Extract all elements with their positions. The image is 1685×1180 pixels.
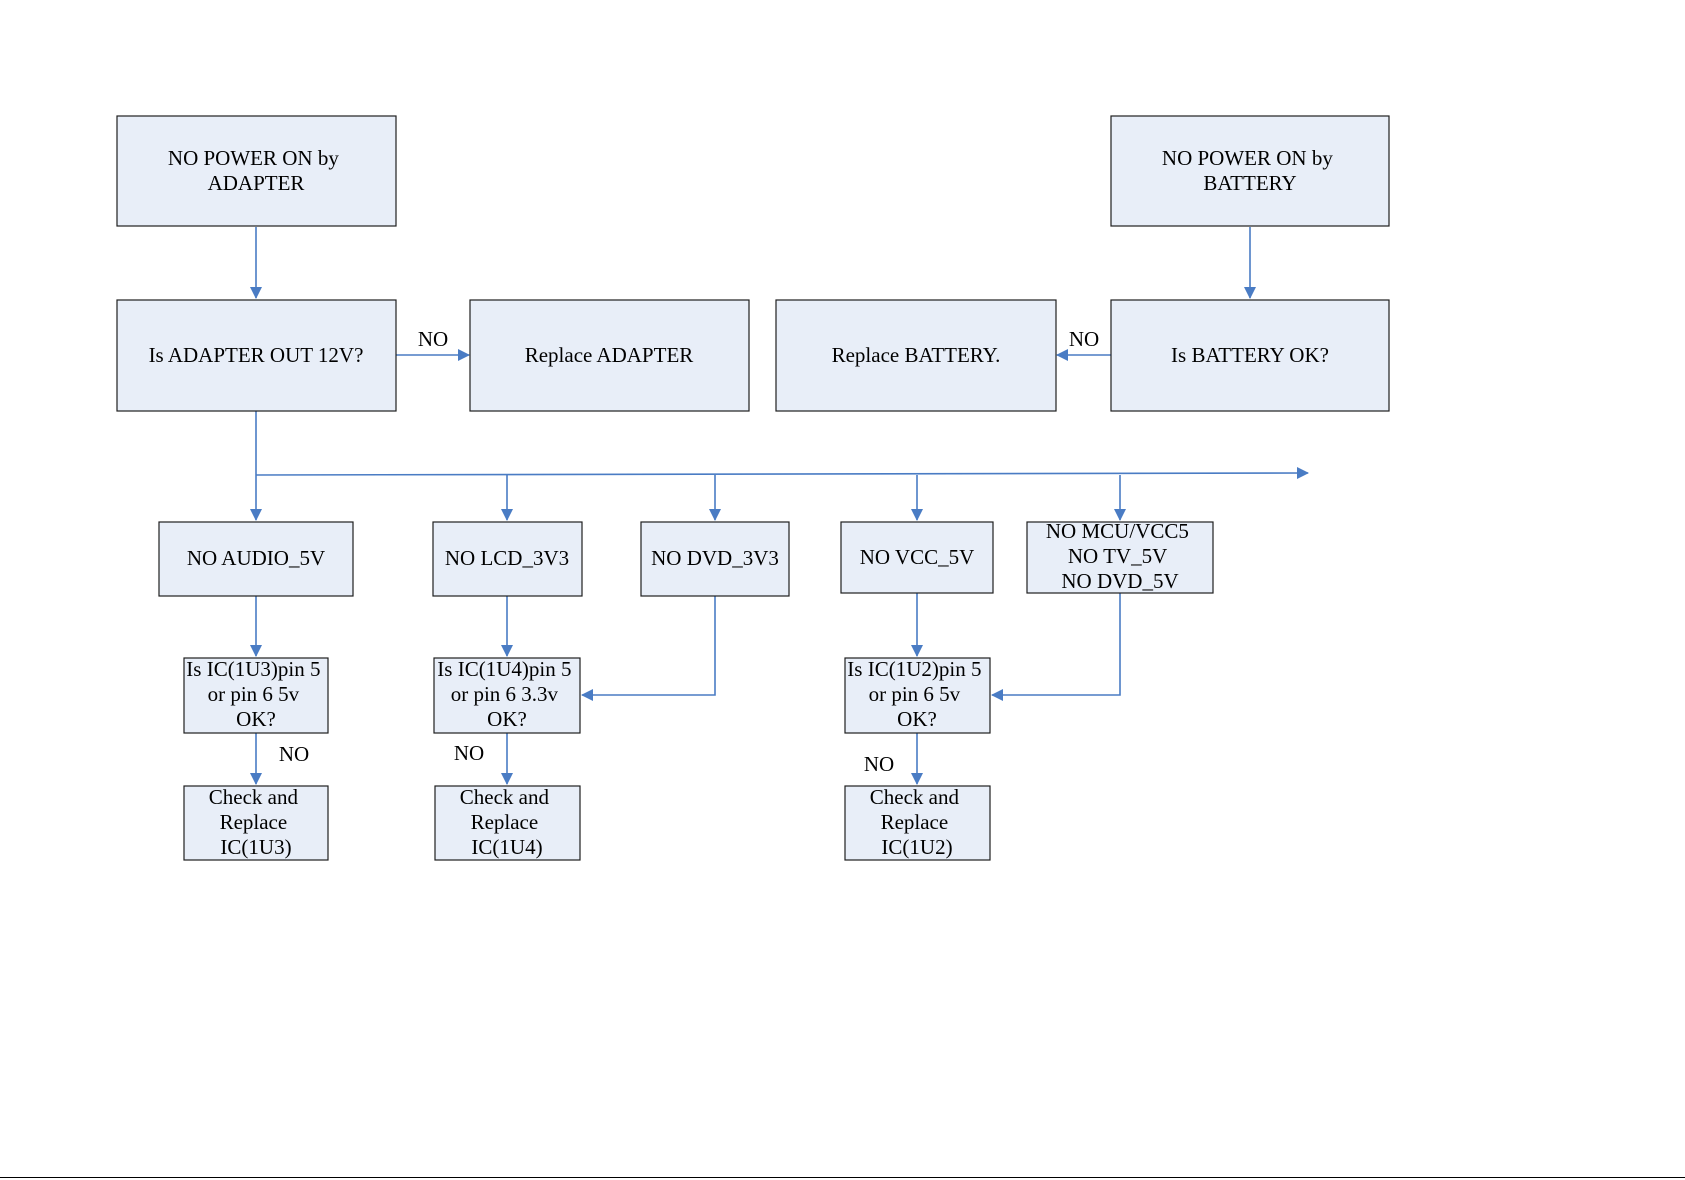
node-line: Is IC(1U4)pin 5 <box>437 657 571 681</box>
connectors <box>250 227 1309 785</box>
svg-text:Check and Replace: Check and Replace IC(1U3) <box>209 785 303 859</box>
node-replace-1u4: Check and Replace IC(1U4) <box>434 785 581 861</box>
node-line: Check and <box>209 785 299 809</box>
svg-text:NO MCU/VCC5 NO TV_5V: NO MCU/VCC5 NO TV_5V NO DVD_5V <box>1046 519 1194 593</box>
svg-text:Is IC(1U3)pin 5 or pin 6: Is IC(1U3)pin 5 or pin 6 5v OK? <box>186 657 325 731</box>
battery-no-label: NO <box>1069 327 1099 351</box>
node-line: Replace <box>220 810 288 834</box>
node-no-lcd: NO LCD_3V3 <box>432 521 583 597</box>
node-line: Replace <box>881 810 949 834</box>
node-line: IC(1U3) <box>220 835 291 859</box>
node-line: OK? <box>487 707 527 731</box>
node-line: NO DVD_5V <box>1061 569 1178 593</box>
svg-text:NO POWER ON by BATTERY: NO POWER ON by BATTERY <box>1162 146 1338 195</box>
ic1u3-no-label: NO <box>279 742 309 766</box>
node-line: NO POWER ON by <box>1162 146 1333 170</box>
node-line: Check and <box>460 785 550 809</box>
node-no-mcu: NO MCU/VCC5 NO TV_5V NO DVD_5V <box>1026 519 1214 594</box>
node-line: Replace <box>471 810 539 834</box>
node-replace-1u3: Check and Replace IC(1U3) <box>183 785 329 861</box>
node-line: Is ADAPTER OUT 12V? <box>149 343 364 367</box>
node-line: Is IC(1U2)pin 5 <box>847 657 981 681</box>
adapter-no-label: NO <box>418 327 448 351</box>
node-line: Replace BATTERY. <box>832 343 1001 367</box>
node-no-dvd3v3: NO DVD_3V3 <box>640 521 790 597</box>
node-adapter-start: NO POWER ON by ADAPTER <box>116 115 397 227</box>
node-line: ADAPTER <box>208 171 305 195</box>
node-line: Check and <box>870 785 960 809</box>
svg-text:Is IC(1U4)pin 5 or pin 6: Is IC(1U4)pin 5 or pin 6 3.3v OK? <box>437 657 576 731</box>
svg-text:Is IC(1U2)pin 5 or pin 6: Is IC(1U2)pin 5 or pin 6 5v OK? <box>847 657 986 731</box>
node-no-audio: NO AUDIO_5V <box>158 521 354 597</box>
node-replace-battery: Replace BATTERY. <box>775 299 1057 412</box>
node-line: BATTERY <box>1203 171 1296 195</box>
arrow-no-mcu-to-ic1u2 <box>991 593 1121 701</box>
node-line: Is BATTERY OK? <box>1171 343 1329 367</box>
node-line: or pin 6 3.3v <box>451 682 559 706</box>
edge-labels: NO NO NO NO NO <box>279 327 1099 776</box>
node-ic1u3-check: Is IC(1U3)pin 5 or pin 6 5v OK? <box>183 657 329 734</box>
node-adapter-check: Is ADAPTER OUT 12V? <box>116 299 397 412</box>
node-battery-start: NO POWER ON by BATTERY <box>1110 115 1390 227</box>
node-line: IC(1U4) <box>471 835 542 859</box>
svg-text:Check and Replace: Check and Replace IC(1U2) <box>870 785 964 859</box>
node-line: NO POWER ON by <box>168 146 339 170</box>
node-line: NO MCU/VCC5 <box>1046 519 1189 543</box>
node-line: NO VCC_5V <box>860 545 975 569</box>
node-line: OK? <box>897 707 937 731</box>
node-ic1u4-check: Is IC(1U4)pin 5 or pin 6 3.3v OK? <box>433 657 581 734</box>
node-line: OK? <box>236 707 276 731</box>
node-battery-check: Is BATTERY OK? <box>1110 299 1390 412</box>
svg-text:Check and Replace: Check and Replace IC(1U4) <box>460 785 554 859</box>
node-line: or pin 6 5v <box>869 682 961 706</box>
node-no-vcc: NO VCC_5V <box>840 521 994 594</box>
node-replace-1u2: Check and Replace IC(1U2) <box>844 785 991 861</box>
node-line: NO AUDIO_5V <box>187 546 325 570</box>
node-line: IC(1U2) <box>881 835 952 859</box>
node-line: NO DVD_3V3 <box>651 546 779 570</box>
arrow-no-dvd3v3-to-ic1u4 <box>581 596 716 701</box>
node-ic1u2-check: Is IC(1U2)pin 5 or pin 6 5v OK? <box>844 657 991 734</box>
svg-text:NO POWER ON by ADAPTER: NO POWER ON by ADAPTER <box>168 146 344 195</box>
node-replace-adapter: Replace ADAPTER <box>469 299 750 412</box>
ic1u4-no-label: NO <box>454 741 484 765</box>
bottom-rule <box>0 1177 1685 1178</box>
node-line: Replace ADAPTER <box>525 343 694 367</box>
node-line: or pin 6 5v <box>208 682 300 706</box>
node-line: NO TV_5V <box>1068 544 1167 568</box>
node-line: NO LCD_3V3 <box>445 546 569 570</box>
horizontal-bus-arrow <box>255 467 1309 480</box>
ic1u2-no-label: NO <box>864 752 894 776</box>
node-line: Is IC(1U3)pin 5 <box>186 657 320 681</box>
